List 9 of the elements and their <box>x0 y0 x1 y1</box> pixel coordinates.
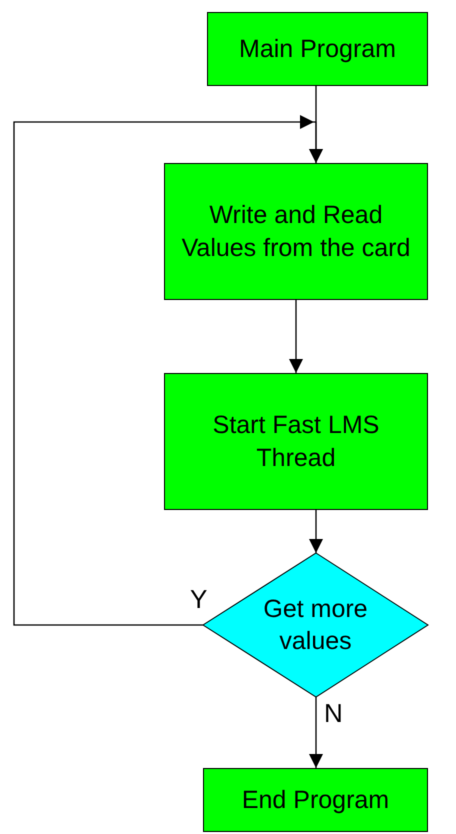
node-text: Write and Read Values from the card <box>180 200 412 264</box>
node-text: End Program <box>240 784 390 816</box>
process-box <box>164 163 428 300</box>
process-box <box>203 768 428 832</box>
node-text: Main Program <box>238 34 397 65</box>
node-text: Get more values <box>262 594 369 657</box>
node-text: Start Fast LMS Thread <box>212 410 380 474</box>
process-box <box>207 12 428 86</box>
process-box <box>164 373 428 510</box>
